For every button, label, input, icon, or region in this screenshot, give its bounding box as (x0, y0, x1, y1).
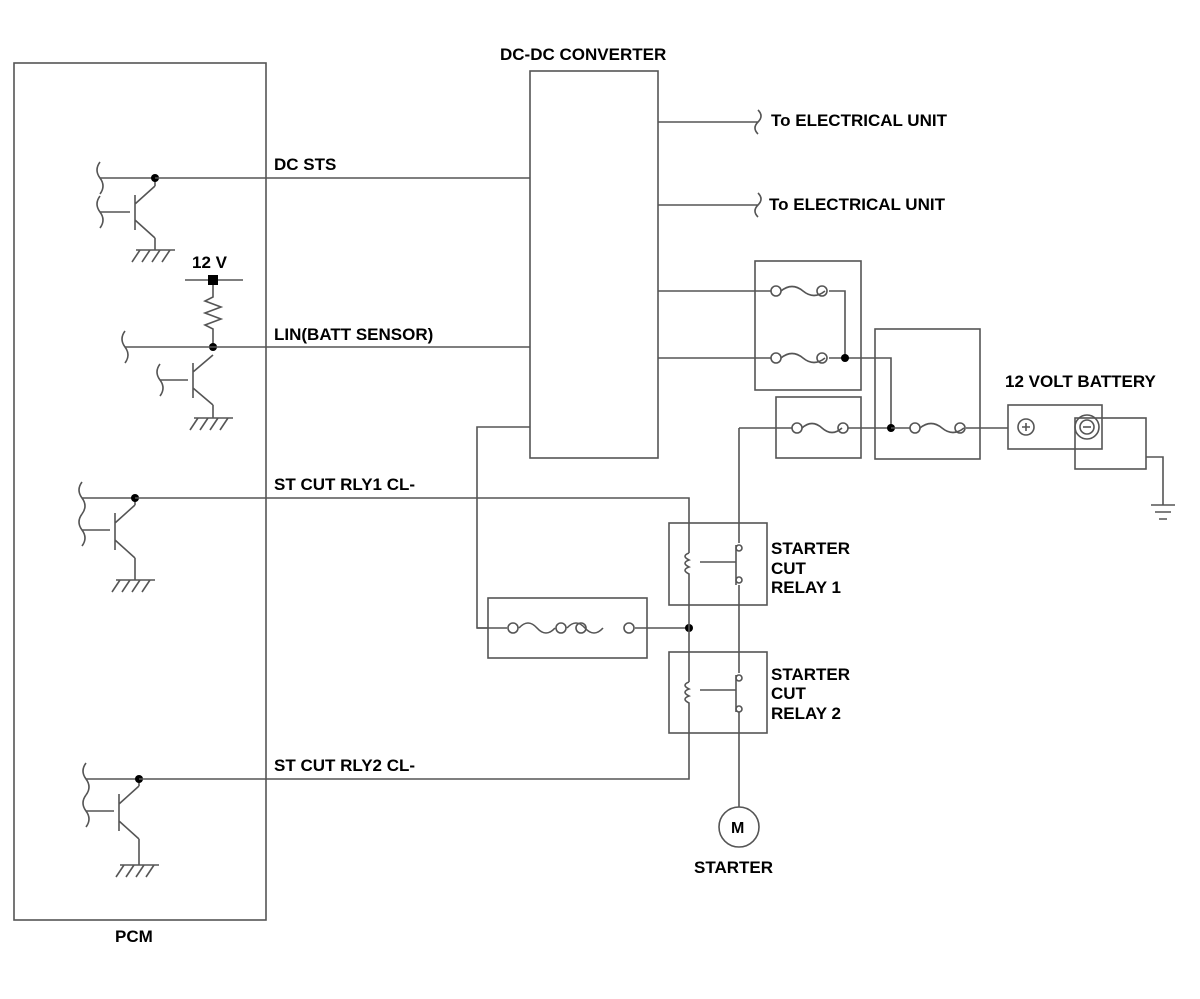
battery-label: 12 VOLT BATTERY (1005, 372, 1156, 391)
battery-ground-wire (1146, 456, 1164, 505)
battery-negative-terminal (1074, 414, 1100, 440)
pullup-resistor (202, 285, 224, 347)
relay-1-label-line-2: CUT (771, 559, 807, 578)
converter-fuse-terminal-3 (770, 352, 782, 364)
dc-sts-transistor (96, 161, 175, 263)
battery-positive-terminal (1017, 418, 1035, 436)
main-fuse (891, 422, 1008, 434)
lin-transistor (121, 330, 233, 431)
dc-dc-converter (529, 70, 659, 459)
starter-cut-relay-2 (668, 651, 768, 734)
starter-motor (718, 806, 760, 848)
junction-converter-fuses (841, 354, 849, 362)
pcm-label: PCM (115, 927, 153, 946)
st-cut-rly2-transistor (82, 762, 159, 878)
coil-fuses (477, 622, 689, 634)
main-fuse-terminal-2 (954, 422, 966, 434)
coil-fuse-terminal-4 (623, 622, 635, 634)
st-cut-rly1-label: ST CUT RLY1 CL- (274, 475, 415, 494)
main-fuse-terminal-1 (909, 422, 921, 434)
relay-2-contact (735, 652, 740, 733)
converter-fuse-box (754, 260, 862, 391)
coil-fuse-terminal-3 (575, 622, 587, 634)
relay-2-contact-terminal-2 (735, 705, 743, 713)
relay-1-contact-terminal-2 (735, 576, 743, 584)
starter-fuse (739, 422, 891, 434)
battery (1007, 404, 1147, 470)
to-electrical-unit-label-1: To ELECTRICAL UNIT (771, 111, 948, 130)
converter-fuse-terminal-1 (770, 285, 782, 297)
electrical-unit-wire-2 (658, 192, 762, 218)
starter-motor-symbol: M (731, 820, 744, 837)
relay-1-label-line-3: RELAY 1 (771, 578, 841, 597)
relay-2-contact-terminal-1 (735, 674, 743, 682)
relay-2-label-line-3: RELAY 2 (771, 704, 841, 723)
coil-fuse-terminal-1 (507, 622, 519, 634)
chassis-ground-icon (1151, 504, 1175, 520)
coil-fuse-terminal-2 (555, 622, 567, 634)
relay-1-label-line-1: STARTER (771, 539, 850, 558)
main-fuse-box (874, 328, 981, 460)
relay-2-coil (684, 652, 736, 733)
converter-output-wire-1 (658, 285, 846, 358)
relay-1-coil (684, 523, 736, 605)
dc-sts-label: DC STS (274, 155, 336, 174)
relay-2-label-line-2: CUT (771, 684, 807, 703)
lin-label: LIN(BATT SENSOR) (274, 325, 433, 344)
to-electrical-unit-label-2: To ELECTRICAL UNIT (769, 195, 946, 214)
supply-12v-terminal (208, 275, 218, 285)
starter-fuse-terminal-1 (791, 422, 803, 434)
starter-fuse-terminal-2 (837, 422, 849, 434)
pcm-module (13, 62, 267, 921)
converter-fuse-terminal-4 (816, 352, 828, 364)
st-cut-rly2-label: ST CUT RLY2 CL- (274, 756, 415, 775)
st-cut-rly2-wire (139, 733, 690, 780)
supply-12v-label: 12 V (192, 253, 228, 272)
starter-label: STARTER (694, 858, 773, 877)
relay-2-label-line-1: STARTER (771, 665, 850, 684)
dc-dc-converter-label: DC-DC CONVERTER (500, 45, 666, 64)
electrical-unit-wire-1 (658, 109, 762, 135)
st-cut-rly1-wire (135, 497, 690, 523)
relay-1-contact-terminal-1 (735, 544, 743, 552)
relay-1-contact (735, 523, 740, 605)
starter-cut-relay-1 (668, 522, 768, 606)
converter-fuse-terminal-2 (816, 285, 828, 297)
